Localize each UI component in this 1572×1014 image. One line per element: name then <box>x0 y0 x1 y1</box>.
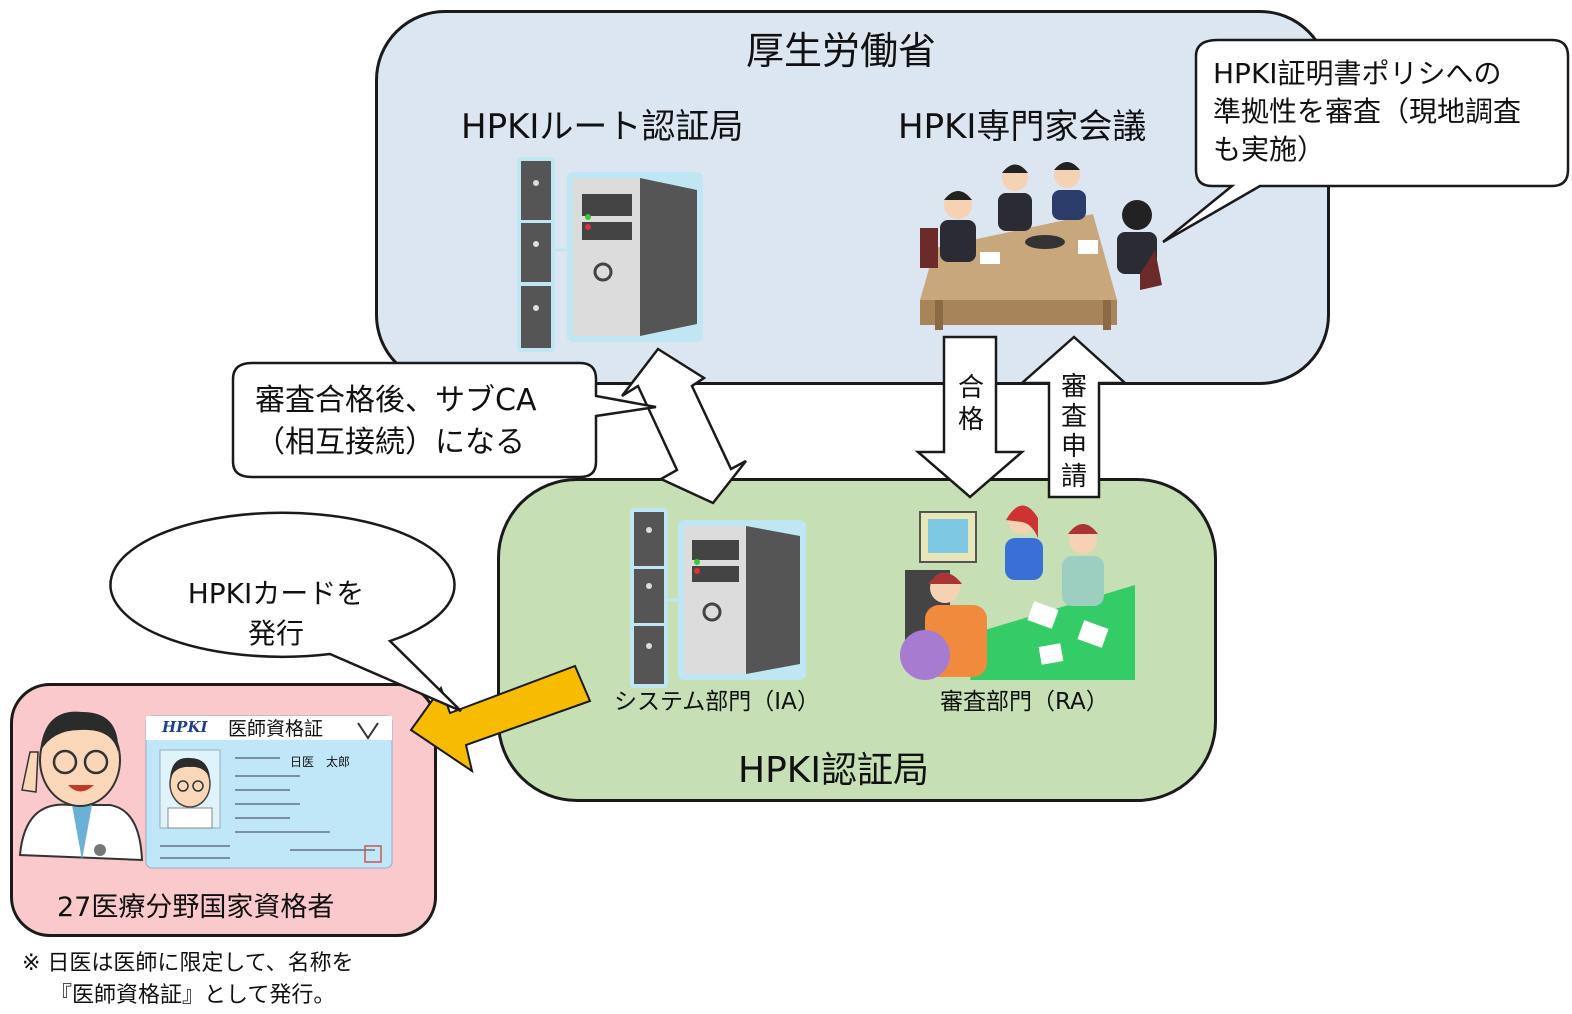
review-dept-label: 審査部門（RA） <box>940 689 1109 715</box>
footnote-line: ※ 日医は医師に限定して、名称を <box>22 951 354 976</box>
hpki-ca-title: HPKI認証局 <box>738 750 930 791</box>
pass-char: 格 <box>957 405 984 435</box>
subca-callout-line: （相互接続）になる <box>255 425 525 460</box>
apply-char: 請 <box>1060 462 1087 492</box>
card-issue-callout-line: HPKIカードを <box>187 577 365 610</box>
pass-arrow-label: 合 格 <box>956 372 986 436</box>
root-ca-label: HPKIルート認証局 <box>461 107 744 147</box>
subca-callout <box>231 361 657 479</box>
system-dept-server-icon <box>630 508 806 688</box>
holder-title: 27医療分野国家資格者 <box>57 892 335 923</box>
policy-callout-line: も実施） <box>1213 133 1326 166</box>
card-issue-callout <box>109 511 462 713</box>
pass-arrow <box>914 335 1026 499</box>
apply-char: 申 <box>1060 432 1087 462</box>
card-holder-name: 日医 太郎 <box>290 755 351 769</box>
review-dept-office-icon <box>900 505 1135 680</box>
policy-callout-line: HPKI証明書ポリシへの <box>1213 57 1502 90</box>
system-dept-label: システム部門（IA） <box>614 689 820 715</box>
ministry-title: 厚生労働省 <box>746 29 937 73</box>
doctor-illustration <box>18 711 144 862</box>
footnote-line: 『医師資格証』として発行。 <box>50 983 336 1008</box>
apply-arrow <box>1018 335 1129 499</box>
footnote: ※ 日医は医師に限定して、名称を 『医師資格証』として発行。 <box>22 948 354 1012</box>
policy-callout-line: 準拠性を審査（現地調査 <box>1213 95 1522 128</box>
apply-arrow-label: 審 査 申 請 <box>1059 372 1089 492</box>
subca-callout-line: 審査合格後、サブCA <box>255 383 537 418</box>
card-logo: HPKI <box>162 718 208 736</box>
issue-card-arrow <box>409 664 592 774</box>
policy-callout-text: HPKI証明書ポリシへの 準拠性を審査（現地調査 も実施） <box>1213 55 1521 169</box>
card-heading: 医師資格証 <box>228 718 324 740</box>
card-issue-callout-text: HPKIカードを 発行 <box>176 574 376 654</box>
cross-connect-double-arrow <box>621 347 747 505</box>
apply-char: 査 <box>1060 402 1087 432</box>
doctor-qualification-card <box>145 715 393 869</box>
expert-council-meeting-icon <box>920 162 1162 330</box>
pass-char: 合 <box>957 373 984 403</box>
card-issue-callout-line: 発行 <box>247 617 304 650</box>
policy-callout <box>1162 38 1570 244</box>
expert-council-label: HPKI専門家会議 <box>898 107 1147 147</box>
subca-callout-text: 審査合格後、サブCA （相互接続）になる <box>255 380 536 464</box>
root-ca-server-icon <box>517 157 703 352</box>
apply-char: 審 <box>1060 372 1087 402</box>
